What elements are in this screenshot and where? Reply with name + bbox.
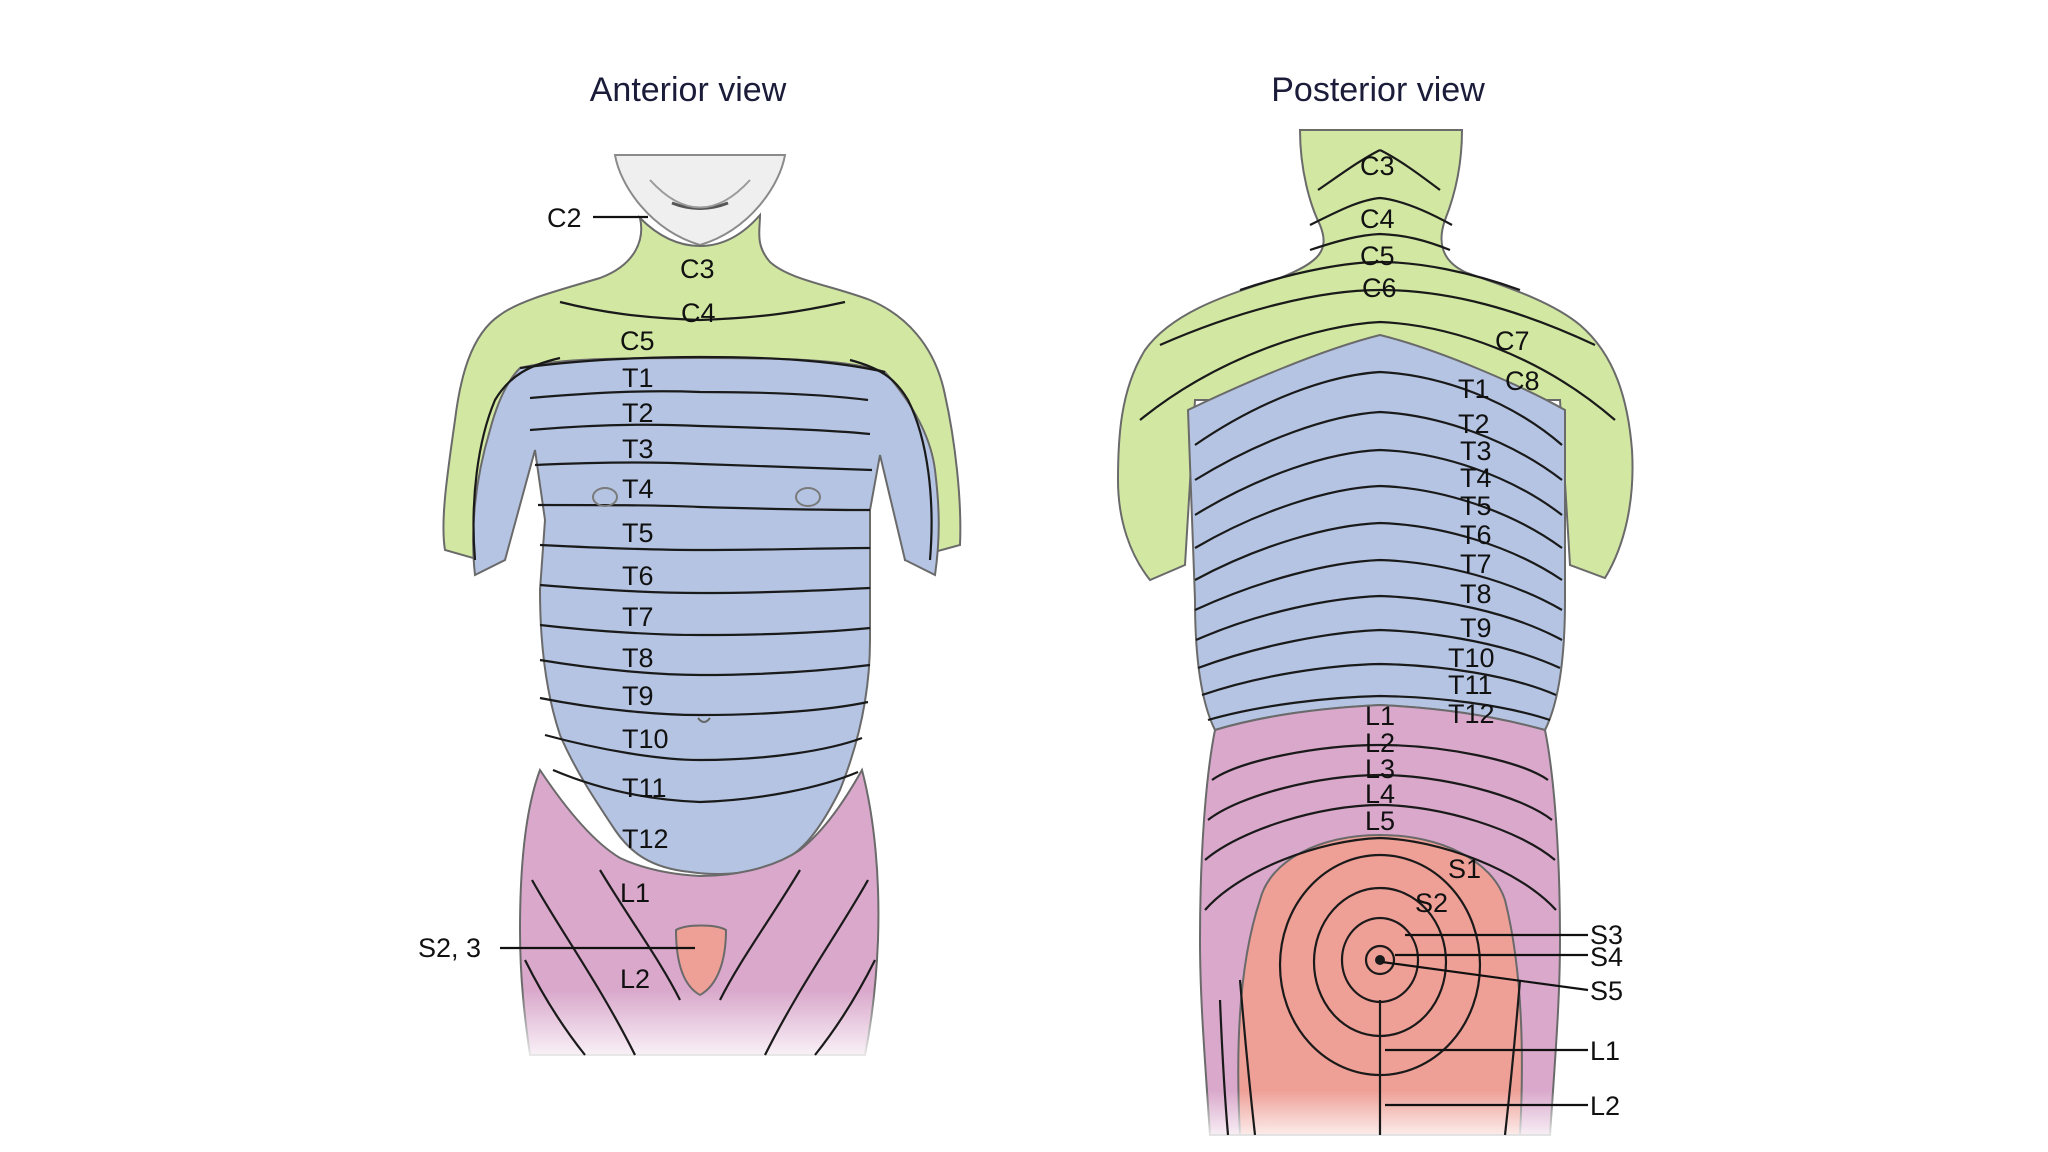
anterior-label-s23: S2, 3 xyxy=(418,933,481,963)
anterior-label-c3: C3 xyxy=(680,254,715,284)
anterior-label-t5: T5 xyxy=(622,518,654,548)
anterior-figure: C2 C3 C4 C5 T1 T2 T3 T4 T5 T6 T7 T8 T9 T… xyxy=(418,154,962,1060)
posterior-label-t12: T12 xyxy=(1448,699,1495,729)
anterior-label-t2: T2 xyxy=(622,398,654,428)
posterior-label-s4: S4 xyxy=(1590,942,1623,972)
anterior-navel-icon xyxy=(697,717,711,723)
posterior-label-t3: T3 xyxy=(1460,436,1492,466)
posterior-label-t1: T1 xyxy=(1458,374,1490,404)
anterior-label-t6: T6 xyxy=(622,561,654,591)
anterior-right-nipple-icon xyxy=(795,487,821,507)
posterior-label-l3: L3 xyxy=(1365,754,1395,784)
posterior-sacral-region xyxy=(1237,833,1523,1136)
posterior-view: Posterior view xyxy=(1116,71,1634,1140)
posterior-center-dot xyxy=(1375,955,1385,965)
anterior-label-t8: T8 xyxy=(622,643,654,673)
anterior-left-nipple-icon xyxy=(592,487,618,507)
posterior-label-c4: C4 xyxy=(1360,204,1395,234)
posterior-label-s1: S1 xyxy=(1448,854,1481,884)
posterior-dermatome-lines xyxy=(1139,149,1616,1136)
anterior-label-l1: L1 xyxy=(620,878,650,908)
anterior-dermatome-lines xyxy=(472,300,933,1056)
posterior-label-s2: S2 xyxy=(1415,888,1448,918)
anterior-view-title: Anterior view xyxy=(590,71,787,109)
posterior-label-l1-leg: L1 xyxy=(1590,1036,1620,1066)
posterior-label-l5: L5 xyxy=(1365,806,1395,836)
posterior-figure: C3 C4 C5 C6 C7 C8 T1 T2 T3 T4 T5 T6 T7 T… xyxy=(1116,129,1634,1140)
posterior-label-t11: T11 xyxy=(1448,670,1493,700)
posterior-s5-leader xyxy=(1381,960,1589,992)
posterior-label-c6: C6 xyxy=(1362,273,1397,303)
posterior-view-title: Posterior view xyxy=(1271,71,1485,109)
posterior-label-s5: S5 xyxy=(1590,976,1623,1006)
anterior-face xyxy=(613,154,787,247)
anterior-label-c4: C4 xyxy=(681,298,716,328)
anterior-label-c2: C2 xyxy=(547,203,582,233)
anterior-label-t10: T10 xyxy=(622,724,669,754)
posterior-leg-fade xyxy=(1190,1090,1580,1140)
posterior-label-t8: T8 xyxy=(1460,579,1492,609)
anterior-label-l2: L2 xyxy=(620,964,650,994)
anterior-label-c5: C5 xyxy=(620,326,655,356)
posterior-label-l2: L2 xyxy=(1365,728,1395,758)
posterior-label-c5: C5 xyxy=(1360,241,1395,271)
anterior-label-t12: T12 xyxy=(622,824,669,854)
anterior-chin-shading xyxy=(649,179,751,209)
anterior-label-t7: T7 xyxy=(622,602,654,632)
posterior-label-l1: L1 xyxy=(1365,701,1395,731)
anterior-leg-fade xyxy=(510,990,890,1060)
posterior-label-t2: T2 xyxy=(1458,409,1490,439)
anterior-label-t9: T9 xyxy=(622,681,654,711)
posterior-label-c7: C7 xyxy=(1495,326,1530,356)
posterior-label-t9: T9 xyxy=(1460,613,1492,643)
posterior-label-s3: S3 xyxy=(1590,920,1623,950)
posterior-label-t6: T6 xyxy=(1460,520,1492,550)
anterior-label-t11: T11 xyxy=(622,773,667,803)
posterior-label-c8: C8 xyxy=(1505,366,1540,396)
anterior-label-t1: T1 xyxy=(622,363,654,393)
anterior-label-t4: T4 xyxy=(622,474,654,504)
posterior-label-l4: L4 xyxy=(1365,779,1395,809)
posterior-label-c3: C3 xyxy=(1360,151,1395,181)
posterior-label-t7: T7 xyxy=(1460,549,1492,579)
posterior-label-t4: T4 xyxy=(1460,463,1492,493)
anterior-view: Anterior view xyxy=(418,71,962,1060)
posterior-label-l2-leg: L2 xyxy=(1590,1091,1620,1121)
anterior-lumbar-region xyxy=(518,767,880,1056)
posterior-label-t5: T5 xyxy=(1460,491,1492,521)
posterior-label-t10: T10 xyxy=(1448,643,1495,673)
anterior-sacral-region xyxy=(674,924,728,997)
anterior-label-t3: T3 xyxy=(622,434,654,464)
